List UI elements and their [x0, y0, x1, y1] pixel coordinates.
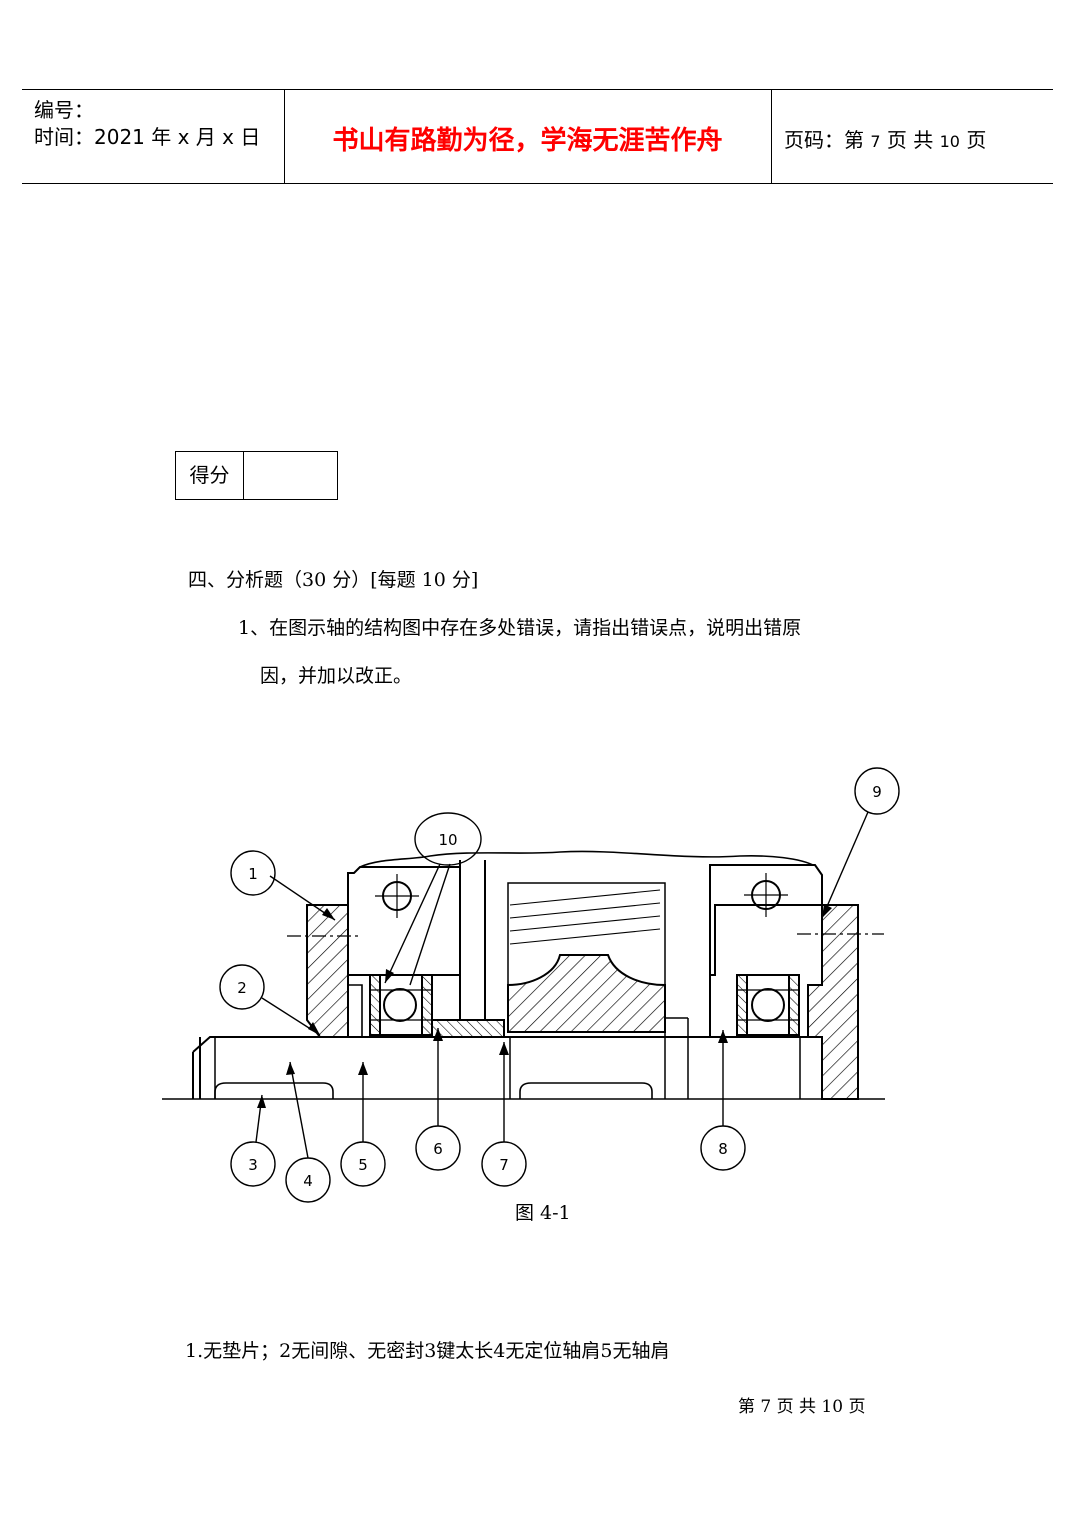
callout-label-10: 10	[438, 831, 457, 849]
question-line-2: 因，并加以改正。	[260, 665, 413, 687]
motto: 书山有路勤为径，学海无涯苦作舟	[332, 126, 723, 156]
header-page-cell: 页码：第 7 页 共 10 页	[772, 90, 1053, 183]
callout-label-4: 4	[303, 1172, 313, 1190]
callout-label-2: 2	[237, 979, 247, 997]
answer-text: 1.无垫片；2无间隙、无密封3键太长4无定位轴肩5无轴肩	[185, 1340, 670, 1362]
page-total: 10	[939, 132, 960, 151]
number-label: 编号：	[34, 98, 94, 122]
callout-label-9: 9	[872, 783, 882, 801]
page-indicator: 页码：第 7 页 共 10 页	[784, 124, 986, 153]
score-label: 得分	[176, 452, 244, 499]
page-header: 编号： 时间：2021 年 x 月 x 日 书山有路勤为径，学海无涯苦作舟 页码…	[22, 89, 1053, 184]
page-middle: 页 共	[880, 128, 940, 152]
callout-label-7: 7	[499, 1156, 509, 1174]
callout-label-1: 1	[248, 865, 258, 883]
page-current: 7	[870, 132, 881, 151]
callout-label-5: 5	[358, 1156, 368, 1174]
page-footer: 第 7 页 共 10 页	[738, 1397, 866, 1417]
page-prefix: 页码：第	[784, 128, 871, 152]
date-line: 时间：2021 年 x 月 x 日	[34, 125, 261, 149]
section-title: 四、分析题（30 分）[每题 10 分]	[188, 569, 479, 591]
callout-label-3: 3	[248, 1156, 258, 1174]
callout-label-6: 6	[433, 1140, 443, 1158]
page-suffix: 页	[959, 128, 987, 152]
score-box: 得分	[175, 451, 338, 500]
header-motto-cell: 书山有路勤为径，学海无涯苦作舟	[284, 90, 772, 183]
question-line-1: 1、在图示轴的结构图中存在多处错误，请指出错误点，说明出错原	[238, 617, 802, 639]
figure-caption: 图 4-1	[515, 1202, 571, 1224]
header-info-cell: 编号： 时间：2021 年 x 月 x 日	[22, 90, 285, 183]
callout-label-8: 8	[718, 1140, 728, 1158]
